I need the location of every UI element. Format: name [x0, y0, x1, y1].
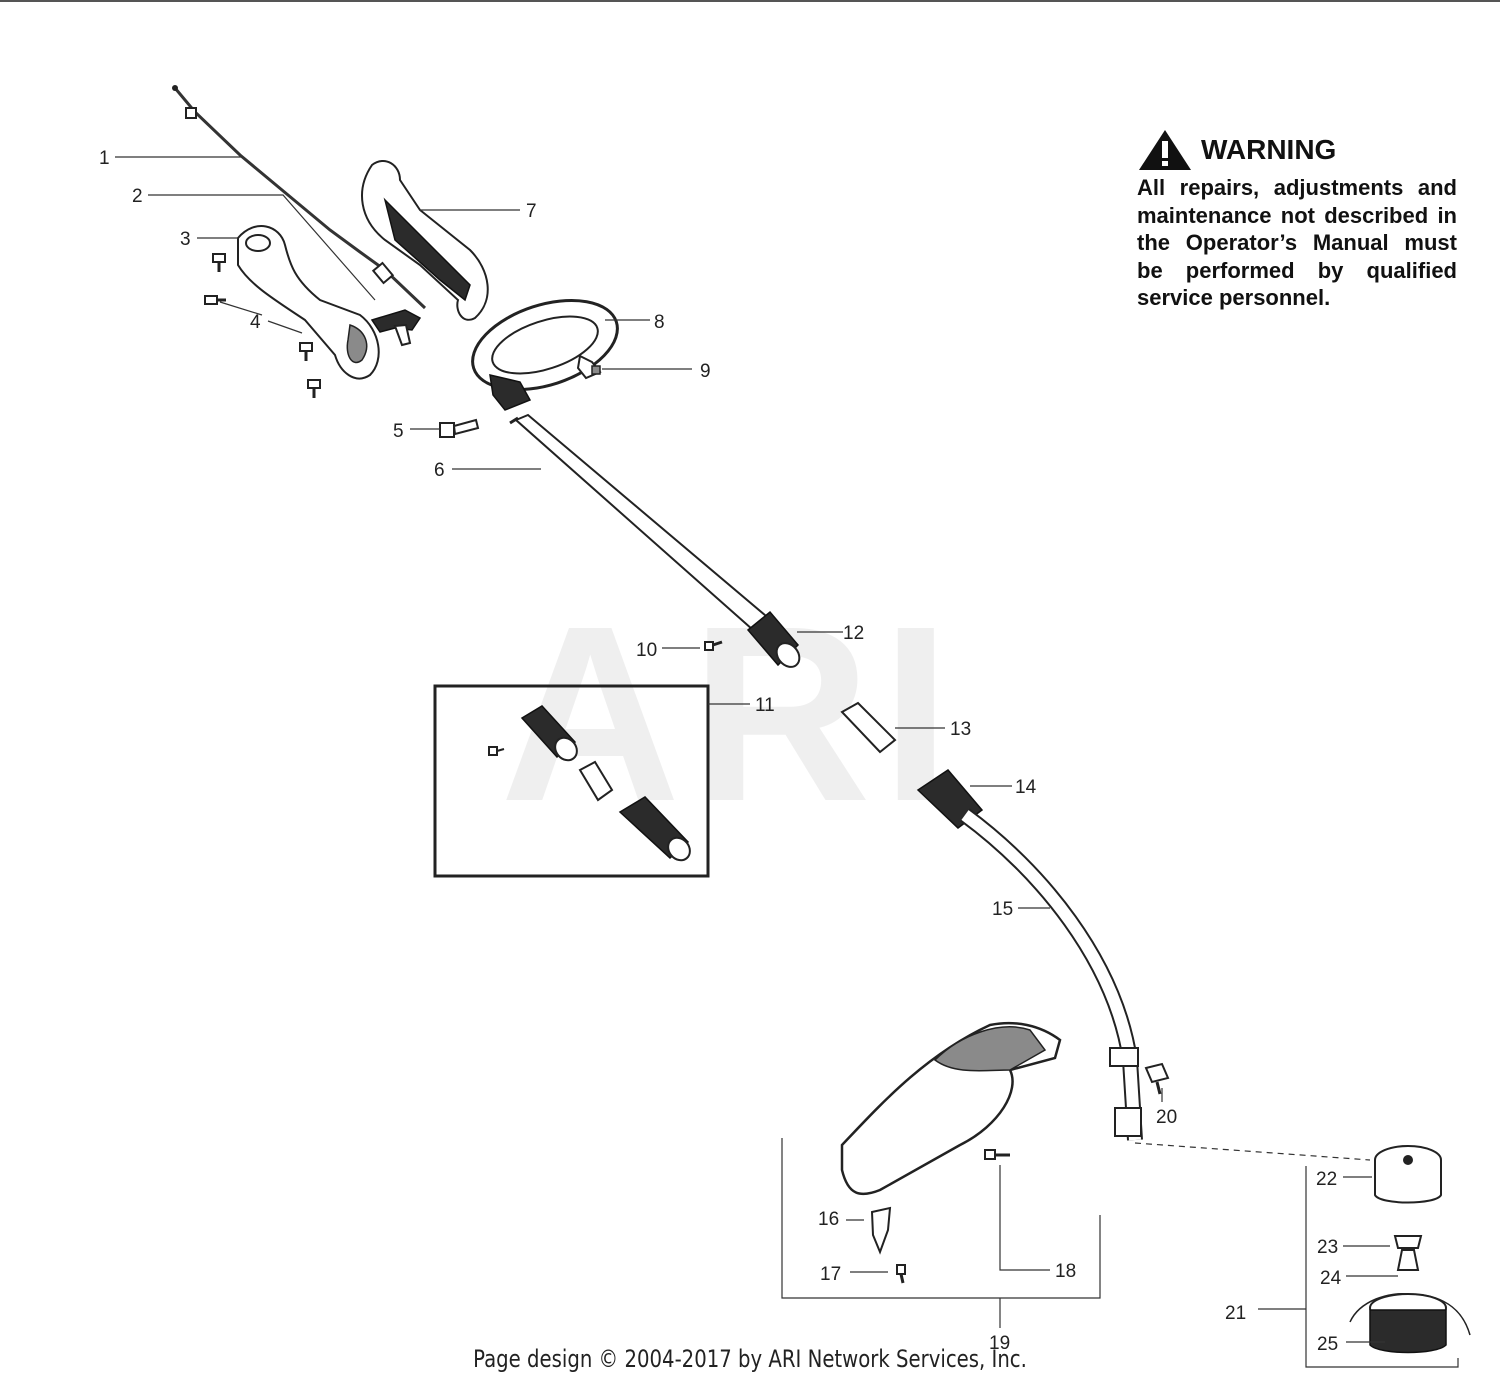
- coupler-kit-box: [433, 684, 710, 878]
- copyright-footer: Page design © 2004-2017 by ARI Network S…: [473, 1345, 1027, 1373]
- callout-16: 16: [818, 1209, 839, 1230]
- screw-icon: [204, 253, 321, 398]
- callout-23: 23: [1317, 1237, 1338, 1258]
- warning-box: WARNING All repairs, adjustments and mai…: [1137, 128, 1457, 312]
- callout-20: 20: [1156, 1107, 1177, 1128]
- callout-22: 22: [1316, 1169, 1337, 1190]
- warning-heading: WARNING: [1137, 128, 1457, 172]
- ari-watermark: ARI: [500, 574, 961, 853]
- callout-11: 11: [755, 695, 775, 716]
- upper-shaft-icon: [509, 413, 787, 647]
- handle-cover-icon: [361, 160, 489, 321]
- top-border: [0, 0, 1500, 2]
- trimmer-head-icon: [1349, 1145, 1471, 1354]
- callout-13: 13: [950, 719, 971, 740]
- callout-8: 8: [654, 312, 665, 333]
- throttle-cable-icon: [172, 85, 427, 310]
- callout-10: 10: [636, 640, 657, 661]
- callout-7: 7: [526, 201, 537, 222]
- callout-9: 9: [700, 361, 711, 382]
- wing-knob-icon: [1144, 1062, 1170, 1095]
- callout-17: 17: [820, 1264, 841, 1285]
- screw-icon: [896, 1149, 1010, 1284]
- callout-19: 19: [989, 1333, 1010, 1354]
- leader-lines: [115, 156, 1459, 1368]
- callout-5: 5: [393, 421, 404, 442]
- callout-labels: 1 2 3 4 5 6 7 8 9 10 11 12 13 14 15 16 1…: [99, 148, 1342, 1355]
- wing-knob-icon: [576, 354, 602, 380]
- callout-1: 1: [99, 148, 110, 169]
- guard-icon: [840, 1021, 1062, 1196]
- callout-18: 18: [1055, 1261, 1076, 1282]
- callout-3: 3: [180, 229, 191, 250]
- callout-6: 6: [434, 460, 445, 481]
- handle-housing-icon: [237, 225, 380, 380]
- callout-14: 14: [1015, 777, 1037, 798]
- callout-12: 12: [843, 623, 864, 644]
- line-cutter-blade-icon: [870, 1206, 892, 1255]
- warning-triangle-icon: [1139, 130, 1191, 170]
- warning-text: All repairs, adjustments and maintenance…: [1137, 175, 1457, 310]
- lower-curved-shaft-icon: [840, 701, 1143, 1141]
- callout-4: 4: [250, 312, 261, 333]
- callout-21: 21: [1225, 1303, 1246, 1324]
- bolt-icon: [439, 418, 480, 438]
- callout-25: 25: [1317, 1334, 1338, 1355]
- callout-24: 24: [1320, 1268, 1342, 1289]
- callout-15: 15: [992, 899, 1013, 920]
- throttle-trigger-icon: [370, 309, 422, 347]
- warning-title: WARNING: [1201, 134, 1337, 165]
- coupler-icon: [746, 610, 801, 668]
- screw-icon: [704, 640, 723, 651]
- dashed-connector: [1134, 1142, 1371, 1161]
- callout-2: 2: [132, 186, 143, 207]
